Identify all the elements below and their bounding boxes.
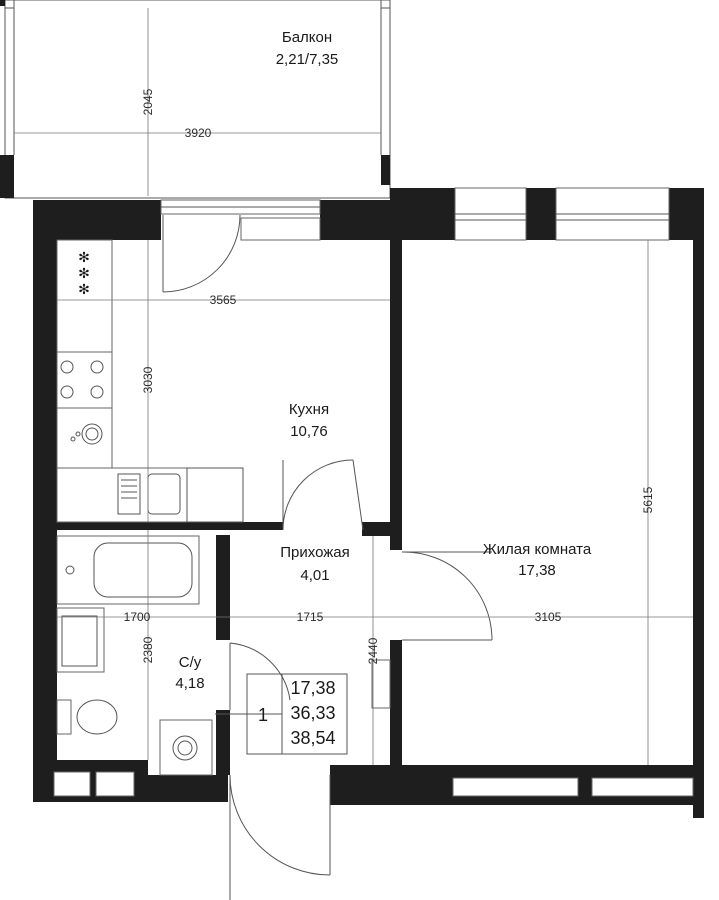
summary-total-with-balcony: 38,54 bbox=[290, 728, 335, 748]
balcony-name: Балкон bbox=[282, 29, 332, 46]
balcony-wall-right bbox=[381, 155, 390, 185]
dim-hall-width: 1715 bbox=[297, 610, 324, 624]
walls bbox=[33, 188, 704, 818]
dim-balcony-height: 2045 bbox=[141, 88, 155, 115]
summary-total-area: 36,33 bbox=[290, 703, 335, 723]
bath-fixtures bbox=[56, 535, 391, 776]
svg-text:✻: ✻ bbox=[78, 249, 90, 265]
svg-text:✻: ✻ bbox=[78, 265, 90, 281]
dim-bath-height: 2380 bbox=[141, 636, 155, 663]
balcony-wall-left bbox=[0, 155, 14, 198]
balcony-outline bbox=[4, 0, 391, 199]
windows bbox=[53, 187, 694, 797]
living-area: 17,38 bbox=[518, 562, 556, 579]
kitchen-name: Кухня bbox=[289, 401, 329, 418]
kitchen-fixtures: ✻ ✻ ✻ bbox=[56, 239, 244, 523]
kitchen-area: 10,76 bbox=[290, 423, 328, 440]
dim-bath-width: 1700 bbox=[124, 610, 151, 624]
dim-living-height: 5615 bbox=[641, 486, 655, 513]
dim-hall-height: 2440 bbox=[366, 637, 380, 664]
summary-table bbox=[215, 673, 348, 755]
hallway-area: 4,01 bbox=[300, 567, 329, 584]
dimension-lines bbox=[14, 8, 693, 765]
svg-text:✻: ✻ bbox=[78, 281, 90, 297]
living-name: Жилая комната bbox=[483, 541, 592, 558]
dim-kitchen-width: 3565 bbox=[210, 293, 237, 307]
hallway-name: Прихожая bbox=[280, 544, 350, 561]
dim-kitchen-height: 3030 bbox=[141, 366, 155, 393]
bathroom-area: 4,18 bbox=[175, 675, 204, 692]
summary-living-area: 17,38 bbox=[290, 678, 335, 698]
bathroom-name: С/у bbox=[179, 654, 202, 671]
balcony bbox=[0, 0, 391, 199]
summary-rooms-count: 1 bbox=[258, 705, 268, 725]
doors bbox=[162, 214, 493, 900]
dim-balcony-width: 3920 bbox=[185, 126, 212, 140]
dim-living-width: 3105 bbox=[535, 610, 562, 624]
balcony-area: 2,21/7,35 bbox=[276, 51, 339, 68]
